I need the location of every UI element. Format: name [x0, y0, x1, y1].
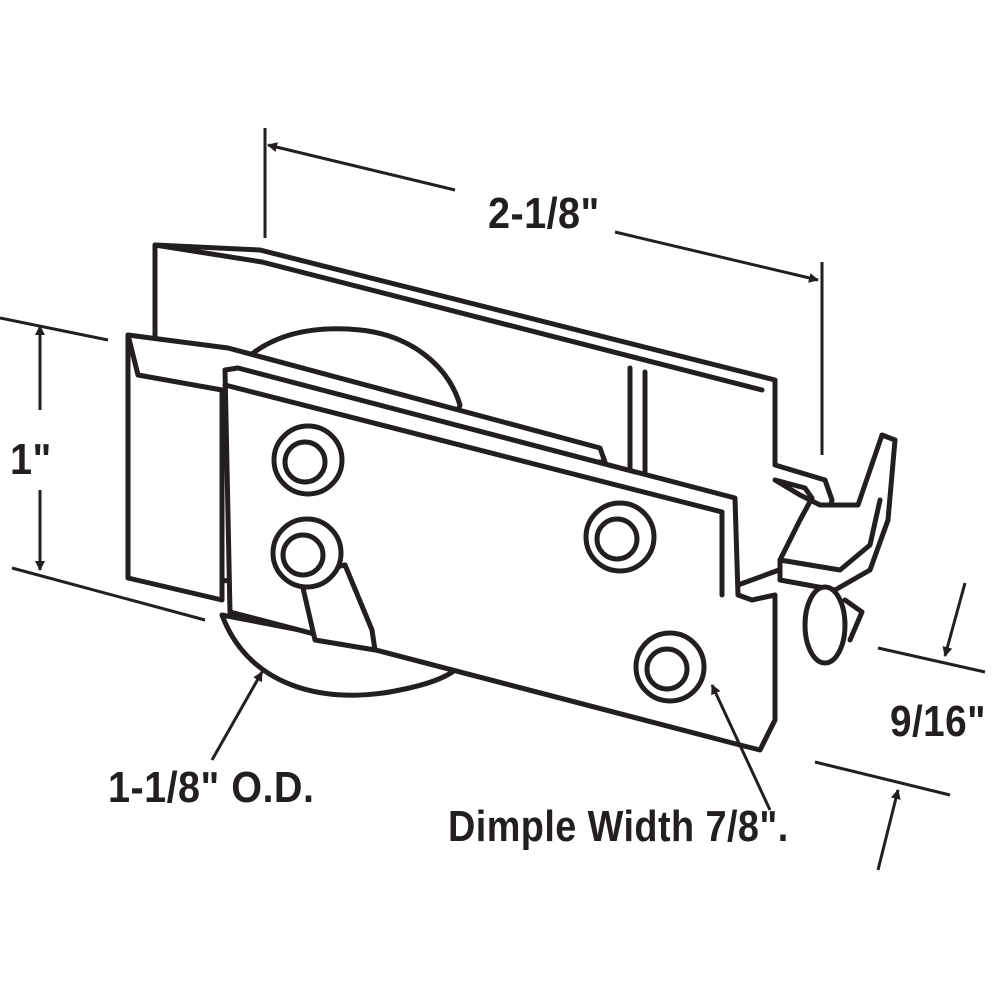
wheel-diameter-label: 1-1/8" O.D.	[108, 763, 315, 812]
height-extension-bottom	[11, 566, 206, 622]
width-arrow-right	[614, 230, 819, 283]
width-arrow-left	[267, 142, 456, 192]
depth-extension-bottom	[814, 760, 951, 797]
width-dimension-label: 2-1/8"	[488, 189, 600, 238]
depth-dimension-label: 9/16"	[890, 697, 986, 746]
dimple-bottom-right	[633, 630, 707, 704]
side-plate-body	[125, 332, 225, 603]
front-plate-edge	[222, 382, 725, 515]
roller-wheel-bottom	[219, 612, 458, 698]
dimple-width-label: Dimple Width 7/8".	[448, 802, 789, 851]
dimple-top-left	[271, 423, 345, 497]
depth-arrow-top	[942, 582, 967, 657]
back-plate-top-edge	[152, 242, 265, 265]
height-dimension-label: 1"	[10, 435, 52, 484]
depth-arrow-bottom	[876, 789, 901, 871]
axle-pin	[802, 584, 848, 666]
back-plate-top-bevel	[259, 259, 765, 393]
dimple-mid-left	[270, 516, 344, 590]
dimple-mid-right	[583, 500, 657, 574]
dimple-leader	[710, 684, 772, 811]
height-extension-top	[0, 316, 109, 342]
depth-extension-top	[877, 646, 986, 674]
bracket-tab-inner	[777, 497, 883, 573]
axle-pin-clip	[842, 597, 865, 643]
od-leader	[210, 671, 264, 761]
